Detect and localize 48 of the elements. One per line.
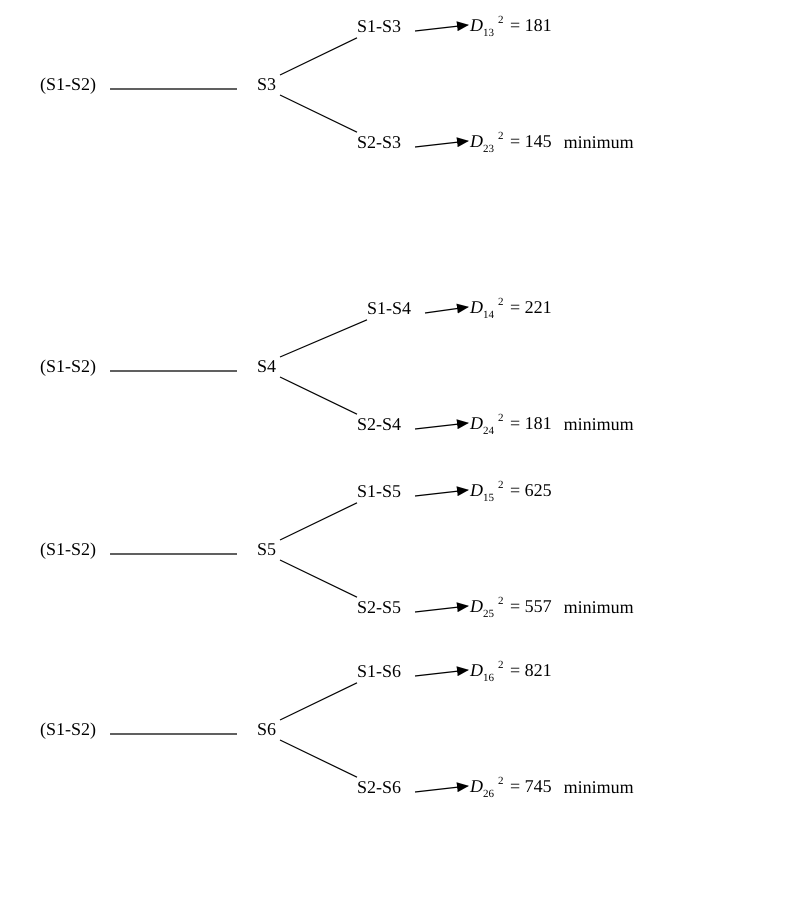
connector-line: [280, 559, 358, 598]
connector-line: [280, 739, 358, 778]
connector-line: [280, 682, 358, 721]
connector-line: [110, 733, 237, 735]
arrow: [414, 602, 469, 613]
node-label: D$_{23}$$^{2}$ = 145: [470, 130, 552, 156]
node-label: D$_{16}$$^{2}$ = 821: [470, 658, 552, 686]
node-label: S2-S5: [357, 597, 402, 619]
node-label: (S1-S2): [40, 74, 96, 96]
node-label: (S1-S2): [40, 719, 96, 741]
arrow: [414, 137, 469, 148]
node-label: S1-S4: [367, 298, 412, 320]
note-text: minimum: [564, 777, 634, 799]
node-label: S1-S6: [357, 661, 402, 683]
node-label: D$_{25}$$^{2}$ = 557: [470, 594, 552, 622]
node-label: S2-S4: [357, 414, 402, 436]
connector-line: [110, 88, 237, 90]
node-label: S6: [257, 719, 276, 741]
node-label: D$_{15}$$^{2}$ = 625: [470, 478, 552, 506]
arrow: [414, 21, 469, 32]
arrow: [414, 486, 469, 497]
arrow: [414, 419, 469, 430]
note-text: minimum: [564, 414, 634, 436]
node-label: S1-S5: [357, 481, 402, 503]
connector-line: [280, 502, 358, 541]
node-label: S2-S6: [357, 777, 402, 799]
arrow: [424, 304, 469, 314]
node-label: S2-S3: [357, 132, 402, 154]
node-label: S3: [257, 74, 276, 96]
node-label: S4: [257, 356, 276, 378]
node-label: D$_{14}$$^{2}$ = 221: [470, 296, 552, 322]
node-label: D$_{24}$$^{2}$ = 181: [470, 412, 552, 438]
connector-line: [110, 553, 237, 555]
connector-line: [280, 376, 358, 415]
node-label: D$_{26}$$^{2}$ = 745: [470, 774, 552, 802]
connector-line: [280, 319, 368, 358]
connector-line: [280, 37, 358, 76]
node-label: S5: [257, 539, 276, 561]
arrow: [414, 782, 469, 793]
node-label: S1-S3: [357, 16, 402, 38]
node-label: (S1-S2): [40, 356, 96, 378]
note-text: minimum: [564, 132, 634, 154]
arrow: [414, 666, 469, 677]
node-label: (S1-S2): [40, 539, 96, 561]
connector-line: [110, 370, 237, 372]
note-text: minimum: [564, 597, 634, 619]
connector-line: [280, 94, 358, 133]
node-label: D$_{13}$$^{2}$ = 181: [470, 14, 552, 40]
